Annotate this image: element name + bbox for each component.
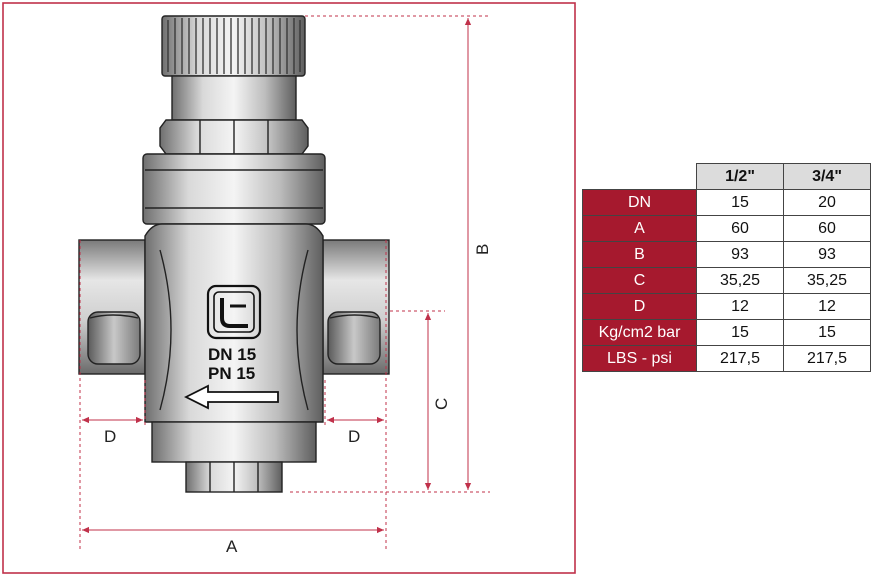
table-corner (583, 164, 697, 190)
table-row: DN 15 20 (582, 189, 871, 216)
row-label: C (582, 267, 697, 294)
table-row: C 35,25 35,25 (582, 267, 871, 294)
dim-label-c: C (432, 398, 451, 410)
valve-bonnet (142, 153, 326, 225)
table-cell: 60 (783, 215, 871, 242)
column-header-2: 3/4" (783, 163, 871, 190)
dim-label-b: B (473, 244, 492, 255)
dim-label-a: A (226, 537, 238, 556)
right-port-bore (327, 311, 381, 365)
row-label: A (582, 215, 697, 242)
table-cell: 93 (696, 241, 784, 268)
table-cell: 217,5 (696, 345, 784, 372)
drawing-frame (2, 2, 576, 574)
flow-arrow-icon (183, 384, 279, 410)
row-label: LBS - psi (582, 345, 697, 372)
table-cell: 35,25 (696, 267, 784, 294)
marking-dn: DN 15 (208, 345, 256, 364)
table-cell: 12 (696, 293, 784, 320)
table-cell: 15 (783, 319, 871, 346)
dimension-lines (79, 15, 490, 552)
valve-logo-icon (206, 284, 262, 340)
dim-label-d-left: D (104, 427, 116, 446)
row-label: D (582, 293, 697, 320)
table-row: LBS - psi 217,5 217,5 (582, 345, 871, 372)
adjustment-knob (161, 15, 306, 77)
spec-table: 1/2" 3/4" DN 15 20 A 60 60 B 93 93 C 35,… (582, 163, 871, 372)
table-cell: 217,5 (783, 345, 871, 372)
table-cell: 35,25 (783, 267, 871, 294)
table-cell: 15 (696, 319, 784, 346)
column-header-1: 1/2" (696, 163, 784, 190)
dim-label-d-right: D (348, 427, 360, 446)
table-row: D 12 12 (582, 293, 871, 320)
valve-stem (171, 75, 297, 121)
row-label: DN (582, 189, 697, 216)
table-cell: 15 (696, 189, 784, 216)
spec-table-header: 1/2" 3/4" (583, 163, 871, 190)
table-cell: 60 (696, 215, 784, 242)
knob-knurling (167, 18, 301, 74)
row-label: B (582, 241, 697, 268)
table-cell: 12 (783, 293, 871, 320)
valve-illustration (78, 15, 390, 493)
table-row: Kg/cm2 bar 15 15 (582, 319, 871, 346)
marking-pn: PN 15 (208, 364, 255, 383)
table-row: B 93 93 (582, 241, 871, 268)
valve-central-body (144, 223, 324, 423)
valve-lower-body (151, 421, 317, 463)
row-label: Kg/cm2 bar (582, 319, 697, 346)
left-port-bore (87, 311, 141, 365)
table-cell: 20 (783, 189, 871, 216)
table-cell: 93 (783, 241, 871, 268)
table-row: A 60 60 (582, 215, 871, 242)
